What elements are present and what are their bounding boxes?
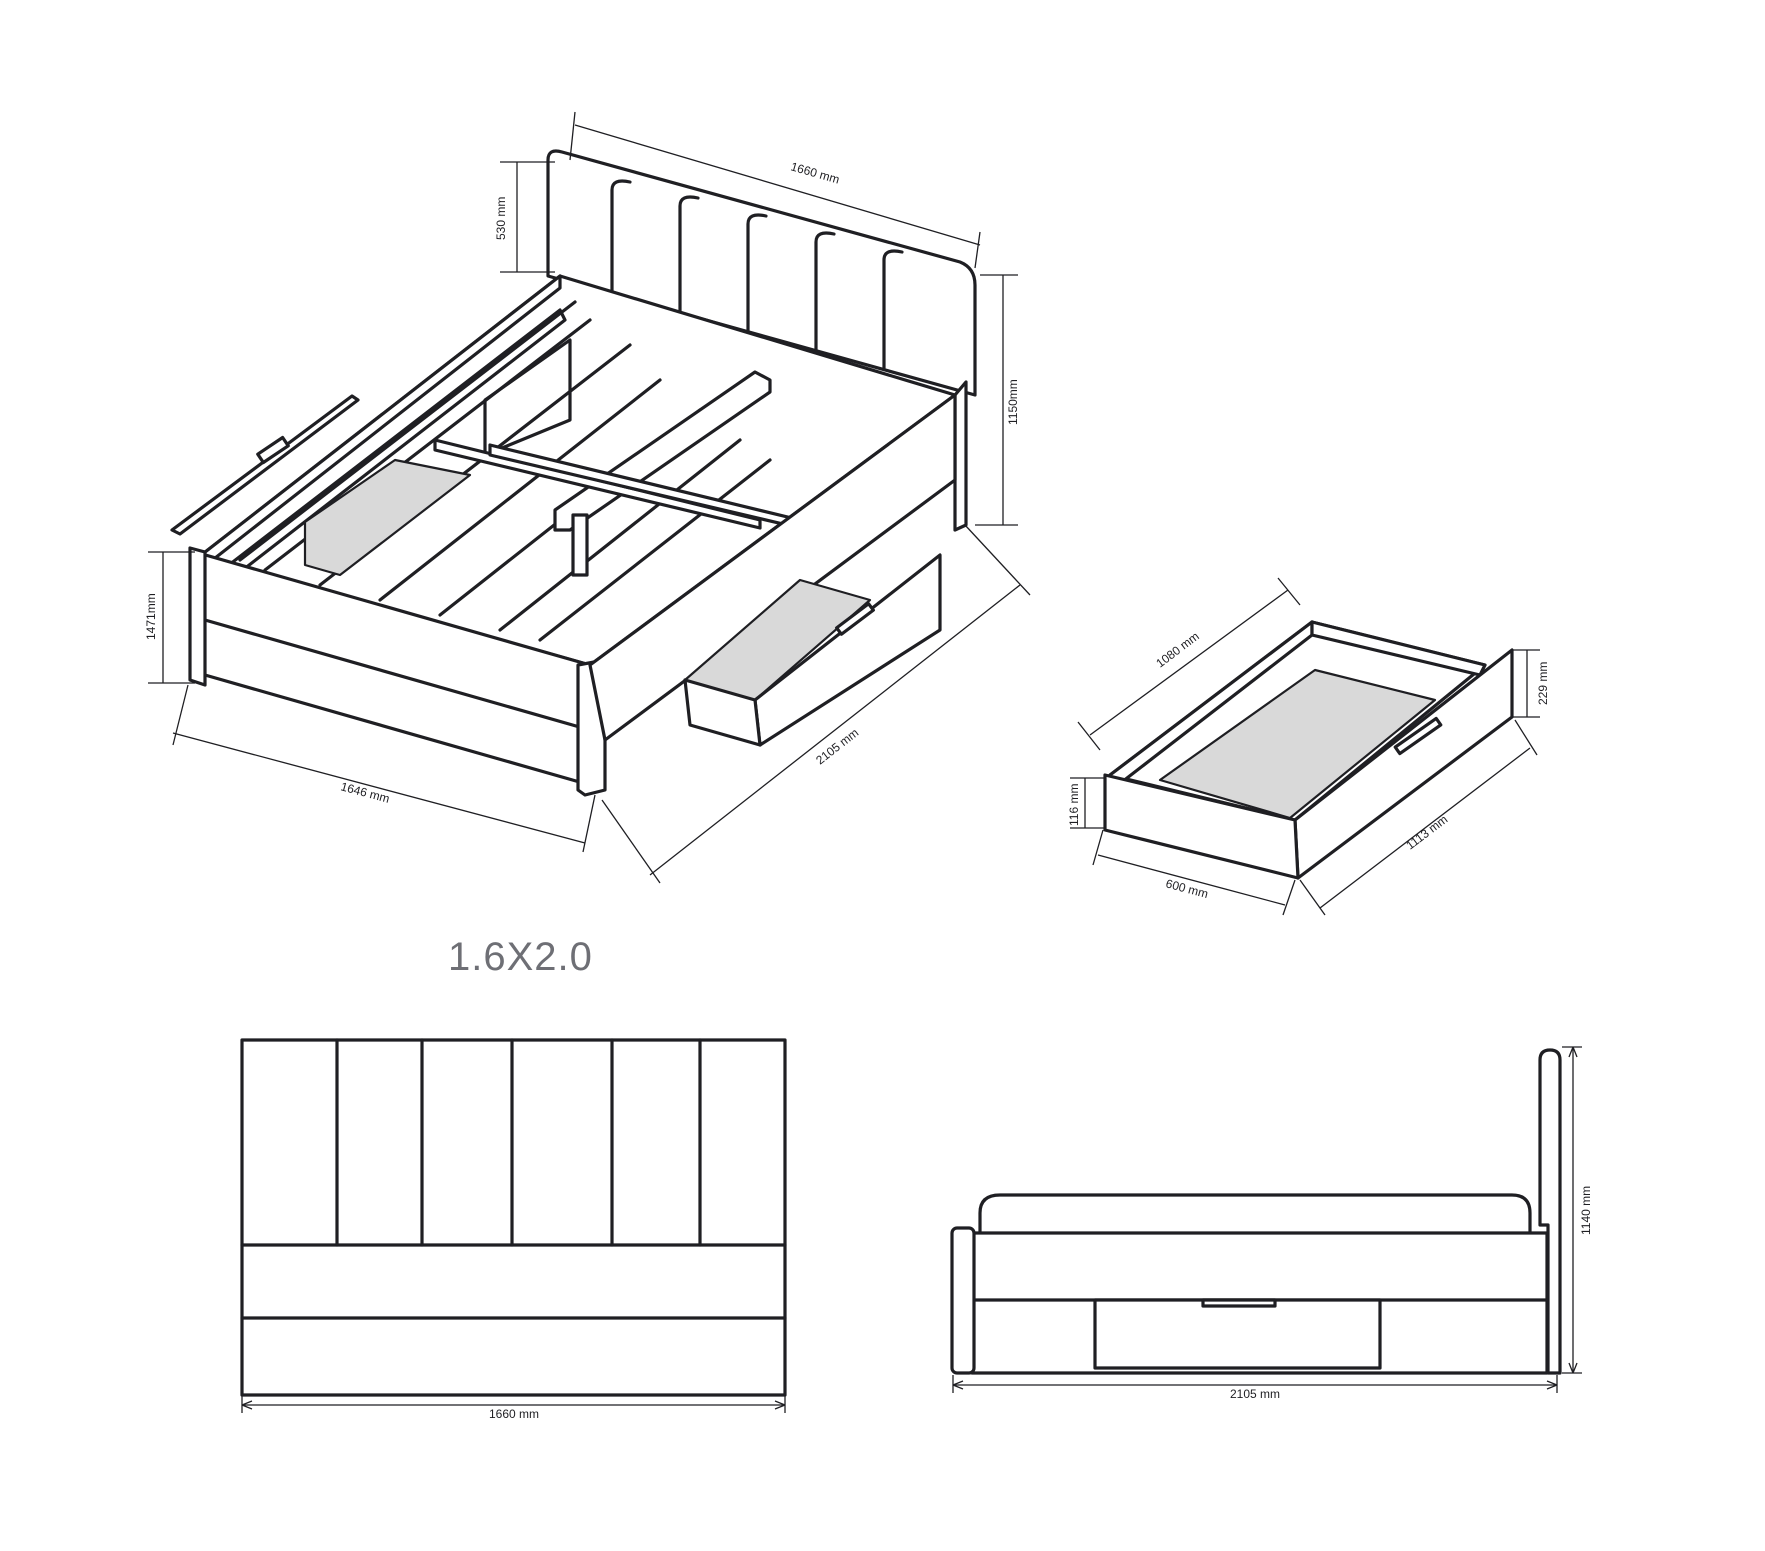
dim-footboard-height: 1471mm: [144, 593, 158, 640]
corner-post-left: [188, 546, 207, 687]
dim-side-length: 2105 mm: [1230, 1387, 1280, 1401]
center-leg: [571, 513, 589, 577]
dim-front-width: 1660 mm: [489, 1407, 539, 1421]
side-headboard-post: [1538, 1048, 1562, 1375]
front-dimensions: 1660 mm: [241, 1395, 786, 1421]
storage-panel-left: [303, 458, 472, 577]
bed-isometric-view: [170, 149, 977, 797]
headboard-stitch-lines: [610, 179, 904, 370]
headboard-post-right: [953, 380, 968, 532]
side-footboard-post: [950, 1226, 976, 1375]
size-title: 1.6X2.0: [448, 935, 593, 979]
dim-drawer-height-side: 116 mm: [1067, 784, 1081, 826]
dim-side-height: 1140 mm: [1579, 1186, 1593, 1235]
drawer-side-face: [1103, 773, 1300, 880]
dim-frame-length: 2105 mm: [813, 726, 861, 768]
bed-front-view: [240, 1038, 787, 1397]
headboard-panel: [546, 149, 977, 397]
dim-total-height: 1150mm: [1006, 379, 1020, 425]
side-drawer-handle: [1201, 1298, 1277, 1308]
side-dimensions: 2105 mm 1140 mm: [952, 1046, 1593, 1401]
dim-frame-width: 1646 mm: [339, 779, 391, 805]
side-rail-right: [588, 393, 957, 742]
back-panel: [483, 338, 572, 457]
side-mattress: [978, 1193, 1532, 1242]
bed-side-view: [950, 1048, 1562, 1375]
side-drawer: [1093, 1298, 1382, 1370]
dim-drawer-depth: 1113 mm: [1403, 812, 1450, 852]
drawer-side-panel: [683, 678, 762, 747]
side-rail-left-outer: [170, 394, 360, 536]
dim-headboard-width: 1660 mm: [789, 159, 841, 186]
drawer-handle: [835, 602, 875, 636]
drawer-isometric-view: [1103, 620, 1514, 880]
dim-headboard-height: 530 mm: [494, 197, 508, 240]
dim-drawer-width: 600 mm: [1164, 876, 1210, 901]
drawer-floor: [1158, 668, 1437, 820]
drawer-view-handle: [1393, 716, 1443, 756]
rail-handle: [256, 435, 290, 465]
iso-dimensions: 1660 mm 530 mm 1150mm 1471mm 1646 mm 210…: [144, 111, 1031, 884]
dim-drawer-height-front: 229 mm: [1536, 662, 1550, 705]
dim-drawer-length: 1080 mm: [1153, 629, 1201, 670]
